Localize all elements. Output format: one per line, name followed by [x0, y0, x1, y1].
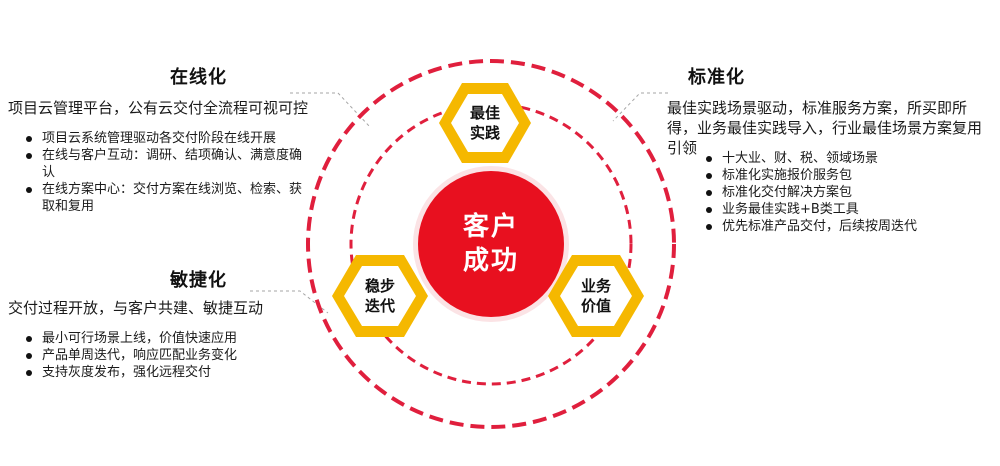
hexagon-right-line1: 业务	[580, 277, 611, 295]
agile-lead: 交付过程开放，与客户共建、敏捷互动	[8, 299, 264, 317]
hexagon-right-line2: 价值	[580, 297, 611, 315]
center-label-line1: 客户	[462, 212, 519, 242]
hexagon-right-inner	[560, 266, 632, 326]
connector-standard	[612, 92, 668, 122]
online-lead: 项目云管理平台，公有云交付全流程可视可控	[8, 99, 309, 117]
standard-bullet-list: 十大业、财、税、领域场景 标准化实施报价服务包 标准化交付解决方案包 业务最佳实…	[704, 150, 984, 235]
list-item: 支持灰度发布，强化远程交付	[24, 364, 304, 381]
list-item: 十大业、财、税、领域场景	[704, 150, 984, 167]
inner-ring	[349, 102, 633, 386]
list-item: 优先标准产品交付，后续按周迭代	[704, 218, 984, 235]
list-item: 标准化交付解决方案包	[704, 184, 984, 201]
hexagon-right-label: 业务 价值	[566, 276, 626, 316]
online-bullet-list: 项目云系统管理驱动各交付阶段在线开展 在线与客户互动：调研、结项确认、满意度确认…	[24, 130, 304, 215]
hexagon-top-label: 最佳 实践	[455, 103, 515, 143]
agile-heading: 敏捷化	[170, 270, 227, 291]
center-disk	[418, 171, 564, 317]
hexagon-top-line1: 最佳	[469, 104, 500, 122]
hexagon-top-line2: 实践	[469, 124, 500, 142]
standard-heading: 标准化	[688, 67, 745, 88]
hexagon-top-inner	[451, 94, 519, 152]
outer-ring	[306, 59, 676, 429]
list-item: 产品单周迭代，响应匹配业务变化	[24, 347, 304, 364]
list-item: 业务最佳实践+B类工具	[704, 201, 984, 218]
center-label: 客户 成功	[431, 210, 551, 278]
hexagon-left-line1: 稳步	[364, 277, 395, 295]
hexagon-left-label: 稳步 迭代	[350, 276, 410, 316]
hexagon-left-inner	[344, 266, 416, 326]
standard-lead: 最佳实践场景驱动，标准服务方案，所买即所得，业务最佳实践导入，行业最佳场景方案复…	[667, 99, 983, 157]
list-item: 在线方案中心：交付方案在线浏览、检索、获取和复用	[24, 181, 304, 215]
online-heading: 在线化	[170, 67, 227, 88]
hexagon-left-line2: 迭代	[364, 297, 395, 315]
agile-bullet-list: 最小可行场景上线，价值快速应用 产品单周迭代，响应匹配业务变化 支持灰度发布，强…	[24, 330, 304, 381]
center-label-line2: 成功	[462, 246, 519, 276]
list-item: 在线与客户互动：调研、结项确认、满意度确认	[24, 147, 304, 181]
list-item: 项目云系统管理驱动各交付阶段在线开展	[24, 130, 304, 147]
list-item: 标准化实施报价服务包	[704, 167, 984, 184]
list-item: 最小可行场景上线，价值快速应用	[24, 330, 304, 347]
